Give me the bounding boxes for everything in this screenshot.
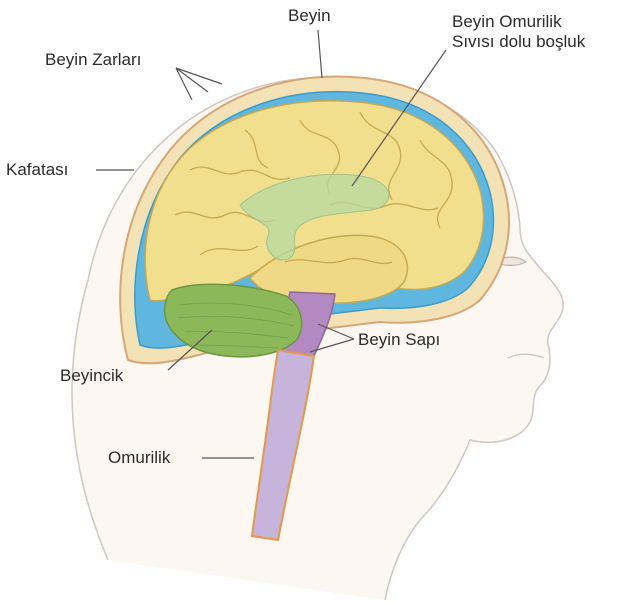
label-zarlar: Beyin Zarları bbox=[45, 50, 141, 70]
label-kafatasi: Kafatası bbox=[6, 160, 68, 180]
label-beyin-sapi: Beyin Sapı bbox=[358, 330, 440, 350]
label-omurilik: Omurilik bbox=[108, 448, 170, 468]
leader-zarlar-2 bbox=[176, 68, 208, 92]
label-beyin: Beyin bbox=[288, 6, 331, 26]
label-beyincik: Beyincik bbox=[60, 366, 123, 386]
label-bos-line2: Sıvısı dolu boşluk bbox=[452, 32, 585, 52]
leader-beyin bbox=[318, 30, 322, 78]
label-bos-line1: Beyin Omurilik bbox=[452, 12, 562, 32]
